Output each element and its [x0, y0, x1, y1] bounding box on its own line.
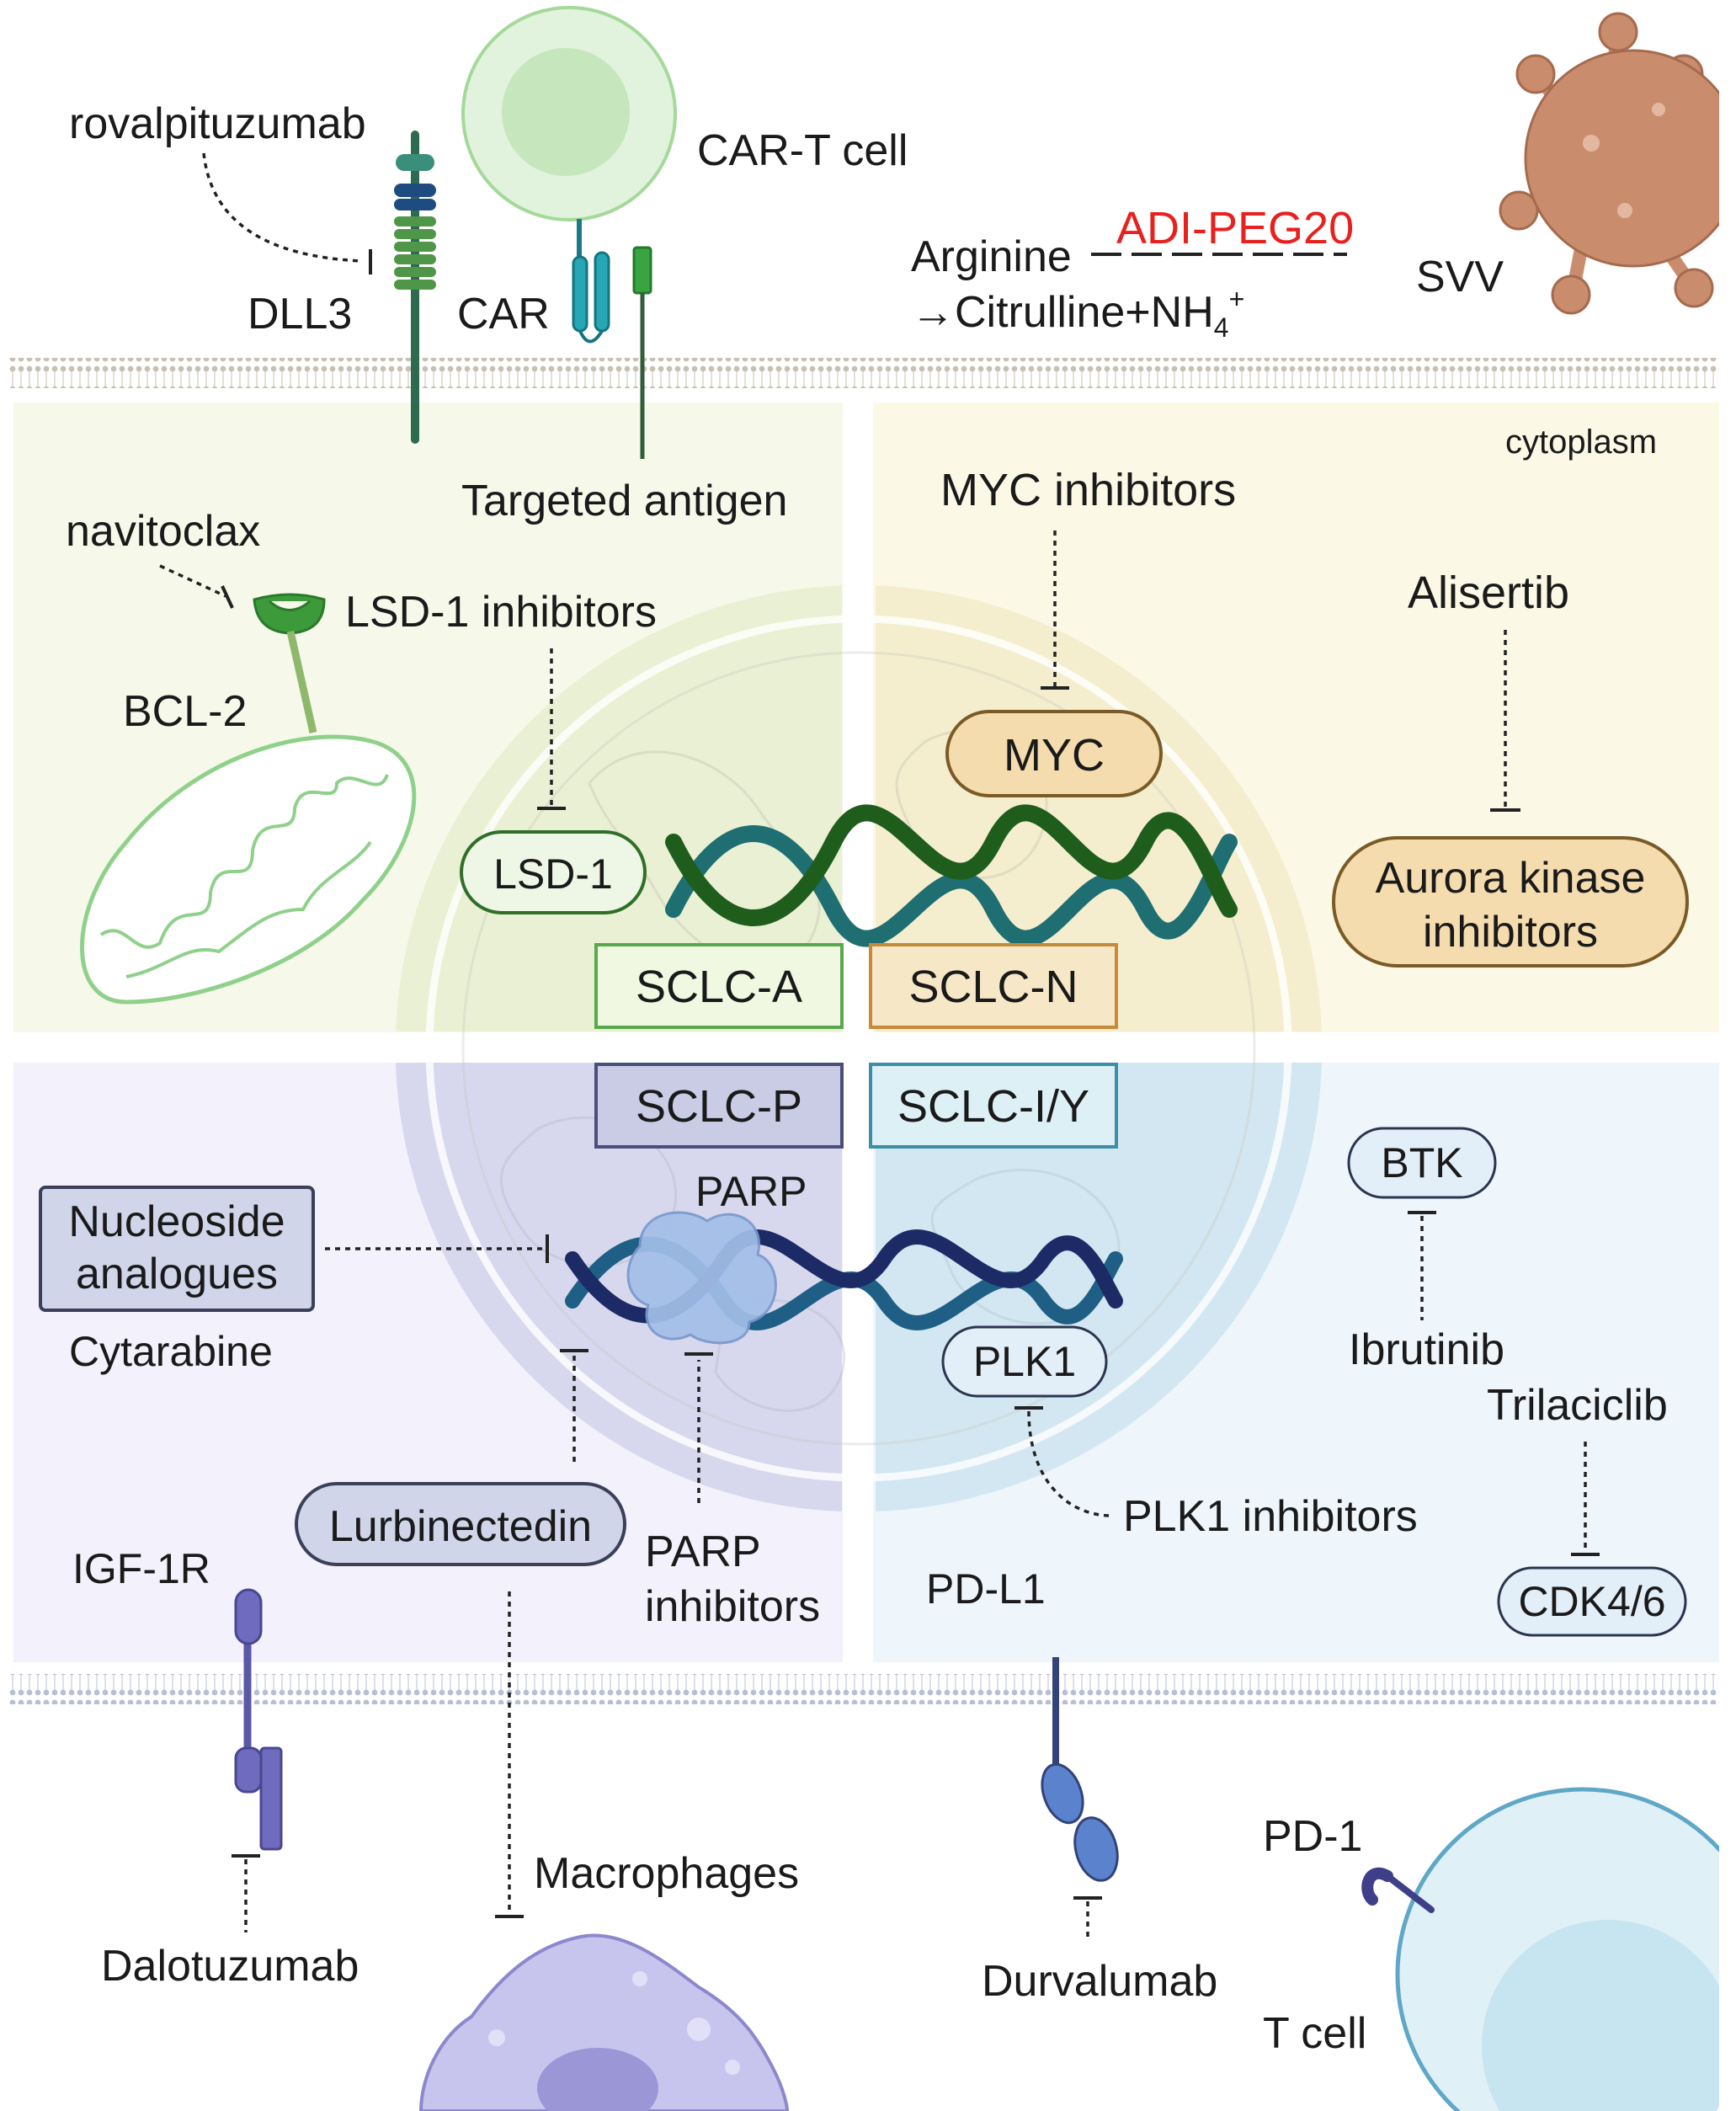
pd1-label: PD-1 — [1263, 1812, 1362, 1861]
pdl1-receptor-icon — [1041, 1657, 1119, 1882]
t-cell-icon — [1395, 1787, 1736, 2111]
top-cell-membrane — [8, 358, 1719, 388]
nucleoside-analogues-box — [39, 1186, 315, 1312]
dll3-label: DLL3 — [248, 290, 352, 339]
alisertib-label: Alisertib — [1408, 568, 1569, 618]
svv-label: SVV — [1416, 253, 1504, 301]
dalotuzumab-label: Dalotuzumab — [101, 1942, 359, 1991]
nucleus — [396, 584, 1322, 1511]
t-cell-label: T cell — [1263, 2009, 1366, 2058]
lsd1-label: LSD-1 — [493, 850, 613, 898]
plk1-box — [941, 1325, 1108, 1398]
sclc-n-label: SCLC-N — [908, 962, 1078, 1012]
trilaciclib-label: Trilaciclib — [1487, 1381, 1668, 1430]
car-t-cell-label: CAR-T cell — [697, 126, 908, 175]
aurora-kinase-inhibitors-box — [1332, 836, 1689, 968]
sclc-a-label: SCLC-A — [636, 962, 802, 1012]
myc-box — [945, 710, 1163, 797]
bottom-cell-membrane — [8, 1674, 1719, 1704]
lsd1-inhibitors-label: LSD-1 inhibitors — [345, 588, 657, 637]
myc-inhibitors-label: MYC inhibitors — [940, 465, 1236, 515]
car-t-cell-icon — [461, 6, 677, 221]
plk1-label: PLK1 — [973, 1338, 1076, 1385]
adi-peg20-label: ADI-PEG20 — [1116, 203, 1354, 253]
myc-label: MYC — [1004, 730, 1105, 781]
sclc-a-box — [594, 943, 844, 1029]
btk-box — [1347, 1127, 1497, 1199]
aurora-kinase-label-line2: inhibitors — [1423, 908, 1598, 957]
navitoclax-inhibition-line — [159, 564, 226, 598]
rovalpituzumab-inhibition-line — [202, 152, 363, 263]
igf1r-label: IGF-1R — [72, 1545, 210, 1592]
btk-label: BTK — [1381, 1139, 1462, 1186]
parp-inhibitors-label-line1: PARP — [645, 1527, 761, 1576]
aurora-kinase-label-line1: Aurora kinase — [1376, 854, 1646, 903]
navitoclax-label: navitoclax — [66, 507, 260, 556]
plk1-inhibition-line — [1027, 1410, 1112, 1517]
bcl2-protein-icon — [253, 593, 326, 635]
nucleoside-label-line2: analogues — [76, 1250, 278, 1298]
sclc-i-box — [869, 1063, 1118, 1149]
pd1-receptor-icon — [1361, 1868, 1435, 1913]
sclc-p-box — [594, 1063, 844, 1149]
macrophages-label: Macrophages — [534, 1849, 799, 1898]
parp-inhibitors-label-line2: inhibitors — [645, 1582, 820, 1631]
targeted-antigen-label: Targeted antigen — [461, 477, 787, 525]
plk1-inhibitors-label: PLK1 inhibitors — [1123, 1492, 1418, 1541]
car-label: CAR — [457, 290, 550, 339]
lsd1-box — [460, 830, 647, 914]
mitochondrion-icon — [80, 734, 417, 1005]
car-receptor-icon — [572, 219, 610, 344]
igf1r-receptor-icon — [234, 1588, 283, 1851]
targeted-antigen-icon — [632, 246, 652, 459]
cytarabine-label: Cytarabine — [69, 1328, 273, 1375]
nucleoside-label-line1: Nucleoside — [68, 1197, 285, 1246]
macrophage-icon — [418, 1933, 790, 2111]
rovalpituzumab-label: rovalpituzumab — [69, 99, 366, 148]
parp-protein-icon — [626, 1211, 777, 1345]
cdk46-label: CDK4/6 — [1518, 1578, 1665, 1625]
durvalumab-label: Durvalumab — [982, 1957, 1217, 2006]
bcl2-label: BCL-2 — [123, 687, 247, 736]
dll3-receptor-icon — [394, 131, 436, 444]
lurbinectedin-box — [295, 1482, 626, 1566]
cdk46-box — [1497, 1566, 1687, 1637]
parp-label: PARP — [695, 1168, 807, 1215]
cytoplasm-label: cytoplasm — [1505, 424, 1657, 461]
sclc-i-label: SCLC-I/Y — [897, 1081, 1089, 1132]
ibrutinib-label: Ibrutinib — [1349, 1325, 1504, 1374]
svv-virus-icon — [1499, 12, 1736, 315]
citrulline-label: →Citrulline+NH4+ — [911, 284, 1244, 343]
dna-helix-top-icon — [665, 804, 1238, 947]
pdl1-label: PD-L1 — [926, 1565, 1046, 1613]
lurbinectedin-label: Lurbinectedin — [329, 1502, 592, 1551]
sclc-p-label: SCLC-P — [636, 1081, 802, 1132]
arginine-label: Arginine — [911, 232, 1072, 281]
sclc-n-box — [869, 943, 1118, 1029]
